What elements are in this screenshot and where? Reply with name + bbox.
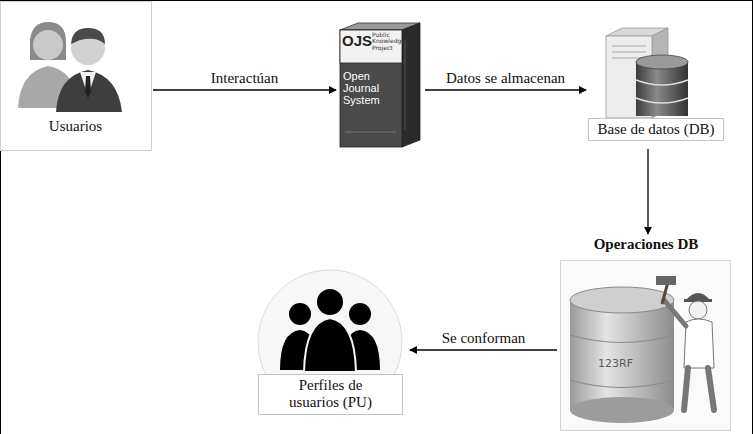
flow-arrow bbox=[153, 89, 336, 90]
icon-node: Base de datos (DB) bbox=[588, 24, 726, 148]
flow-arrow bbox=[647, 149, 648, 234]
edge-label: Interactúan bbox=[209, 70, 280, 87]
users-icon bbox=[18, 22, 122, 112]
watermark: 123RF bbox=[598, 357, 633, 370]
db-operations-picture bbox=[561, 261, 731, 431]
node-label: Open Journal System bbox=[343, 70, 399, 106]
node-label: Public Knowledge Project bbox=[372, 32, 402, 51]
node-label: Usuarios bbox=[1, 118, 150, 135]
ojs-software-box bbox=[340, 23, 420, 147]
icon-node: OJSPublic Knowledge ProjectOpen Journal … bbox=[338, 22, 424, 150]
icon-node: Usuarios bbox=[0, 1, 152, 151]
user-profiles-icon bbox=[258, 270, 402, 414]
node-label: Base de datos (DB) bbox=[588, 118, 724, 141]
edge-label: Datos se almacenan bbox=[444, 70, 567, 87]
database-server-icon bbox=[606, 28, 688, 118]
node-label: Operaciones DB bbox=[558, 236, 734, 253]
flow-arrow bbox=[425, 89, 586, 90]
edge-label: Se conforman bbox=[440, 330, 528, 347]
icon-node: Perfiles de usuarios (PU) bbox=[252, 268, 408, 428]
node-label: OJS bbox=[342, 32, 372, 49]
node-label: Perfiles de usuarios (PU) bbox=[258, 374, 403, 415]
icon-node: Operaciones DB bbox=[558, 236, 736, 432]
flow-arrow bbox=[410, 349, 557, 350]
